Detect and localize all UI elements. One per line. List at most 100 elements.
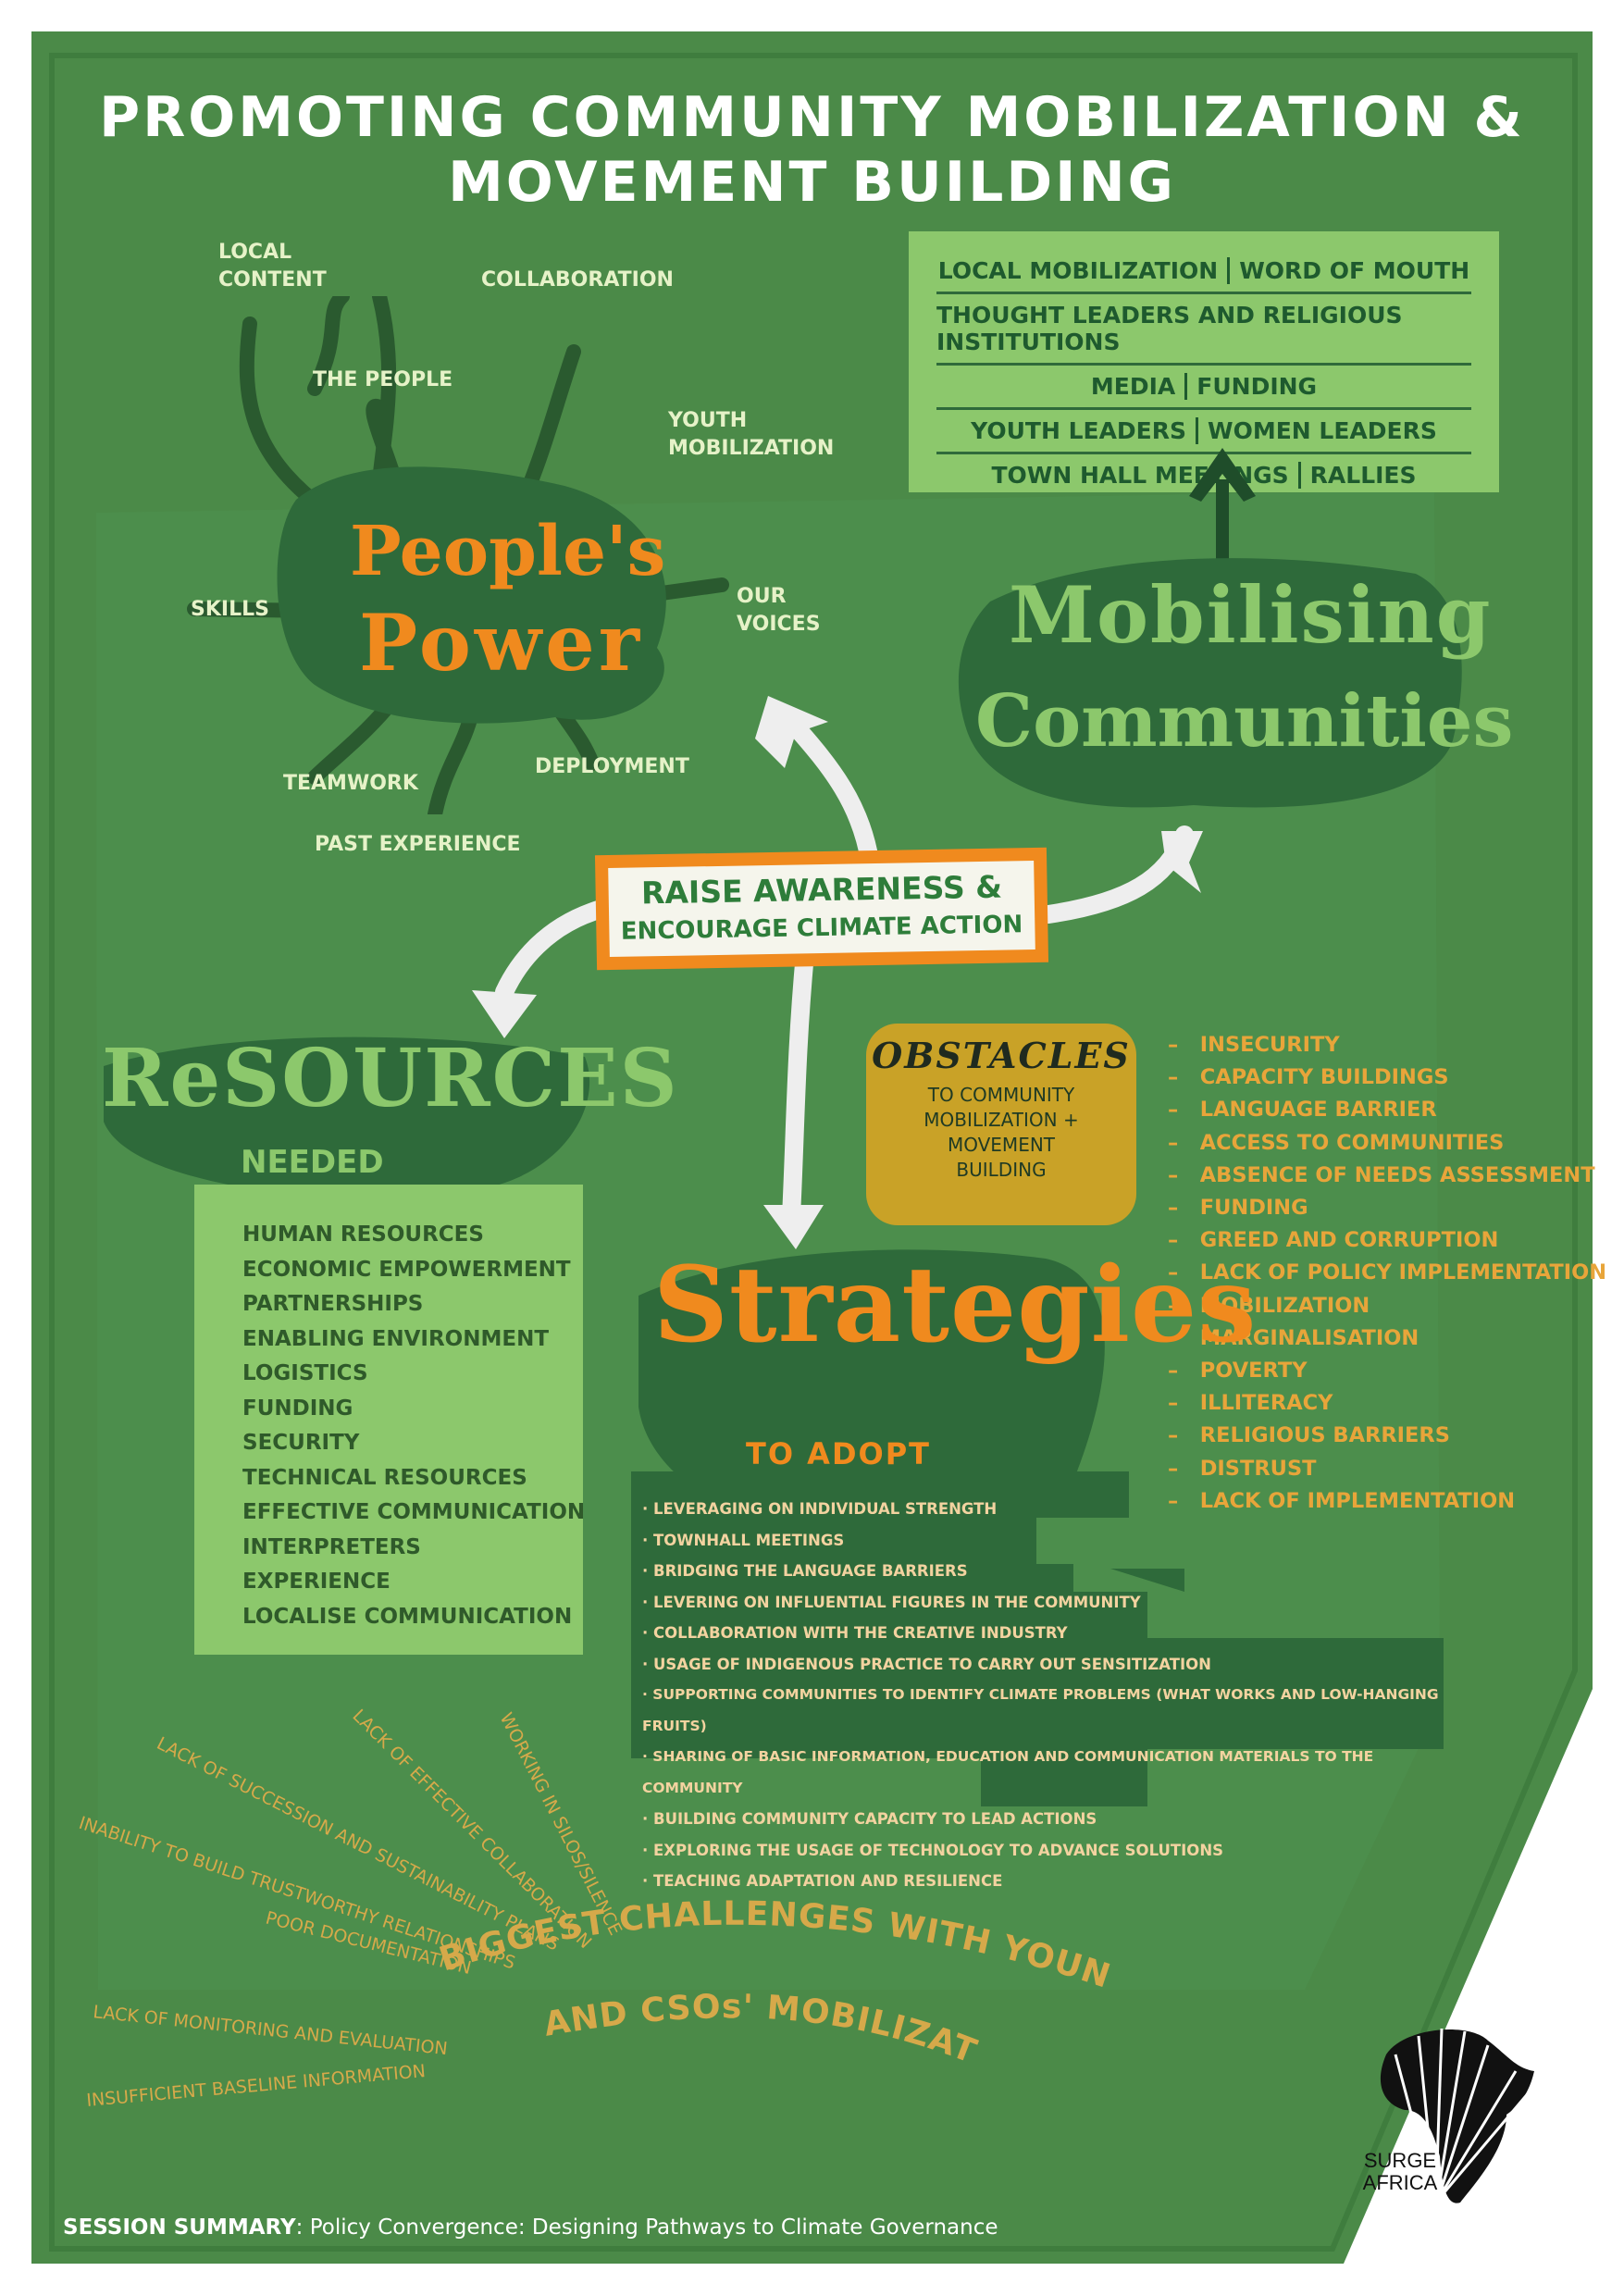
logo-text-surge: SURGE	[1363, 2149, 1437, 2172]
label-our-voices: OUR VOICES	[737, 585, 821, 636]
obstacle-text: GREED AND CORRUPTION	[1199, 1228, 1499, 1253]
list-item: ECONOMIC EMPOWERMENT	[242, 1257, 571, 1282]
label-past-experience: PAST EXPERIENCE	[315, 833, 521, 856]
mobilising-item: WORD OF MOUTH	[1239, 257, 1470, 284]
obstacle-text: MARGINALISATION	[1199, 1325, 1419, 1350]
list-item: – POVERTY	[1168, 1359, 1308, 1384]
list-item: · COLLABORATION WITH THE CREATIVE INDUST…	[642, 1624, 1068, 1642]
obstacle-text: DISTRUST	[1199, 1456, 1317, 1481]
list-item: – ABSENCE OF NEEDS ASSESSMENT	[1168, 1162, 1595, 1187]
strategies-list: · LEVERAGING ON INDIVIDUAL STRENGTH · TO…	[642, 1494, 1475, 1897]
strategy-text: BRIDGING THE LANGUAGE BARRIERS	[653, 1562, 968, 1580]
obstacle-text: LACK OF POLICY IMPLEMENTATION	[1199, 1260, 1607, 1285]
africa-logo-icon	[1380, 2028, 1534, 2203]
list-item: · EXPLORING THE USAGE OF TECHNOLOGY TO A…	[642, 1841, 1224, 1859]
mobilising-up-arrow	[1189, 448, 1256, 581]
mobilising-row-4: YOUTH LEADERS WOMEN LEADERS	[936, 410, 1471, 454]
strategy-text: TEACHING ADAPTATION AND RESILIENCE	[653, 1872, 1003, 1890]
label-deployment: DEPLOYMENT	[535, 755, 689, 778]
list-item: – INSECURITY	[1168, 1033, 1340, 1057]
challenge-item: INSUFFICIENT BASELINE INFORMATION	[86, 2061, 427, 2111]
list-item: – ILLITERACY	[1168, 1391, 1333, 1416]
list-item: · SHARING OF BASIC INFORMATION, EDUCATIO…	[642, 1748, 1374, 1796]
obstacle-text: MOBILIZATION	[1199, 1293, 1370, 1318]
mobilising-row-3: MEDIA FUNDING	[936, 366, 1471, 410]
obstacle-text: INSECURITY	[1199, 1033, 1340, 1057]
obstacle-text: POVERTY	[1199, 1359, 1308, 1384]
list-item: PARTNERSHIPS	[242, 1292, 424, 1316]
strategy-text: BUILDING COMMUNITY CAPACITY TO LEAD ACTI…	[653, 1810, 1097, 1828]
list-item: – CAPACITY BUILDINGS	[1168, 1065, 1449, 1090]
row-divider	[1227, 257, 1231, 284]
list-item: · LEVERAGING ON INDIVIDUAL STRENGTH	[642, 1500, 998, 1518]
list-item: – MOBILIZATION	[1168, 1293, 1370, 1318]
obstacle-text: LACK OF IMPLEMENTATION	[1199, 1488, 1516, 1513]
row-divider	[1184, 373, 1188, 400]
row-divider	[1297, 462, 1301, 489]
obstacle-text: FUNDING	[1199, 1196, 1308, 1221]
list-item: – MARGINALISATION	[1168, 1325, 1419, 1350]
footer: SESSION SUMMARY: Policy Convergence: Des…	[63, 2215, 998, 2240]
obstacle-text: CAPACITY BUILDINGS	[1199, 1065, 1449, 1090]
list-item: · TOWNHALL MEETINGS	[642, 1531, 845, 1549]
challenge-item: LACK OF MONITORING AND EVALUATION	[92, 2002, 448, 2059]
list-item: · TEACHING ADAPTATION AND RESILIENCE	[642, 1872, 1003, 1890]
page-title: PROMOTING COMMUNITY MOBILIZATION & MOVEM…	[99, 85, 1525, 215]
mobilising-line2: Communities	[975, 679, 1514, 763]
resources-blob	[104, 1036, 590, 1211]
list-item: – ACCESS TO COMMUNITIES	[1168, 1130, 1505, 1155]
obstacles-heading: OBSTACLES	[872, 1035, 1131, 1076]
mobilising-item: FUNDING	[1196, 373, 1318, 400]
mobilising-item: MEDIA	[1090, 373, 1176, 400]
list-item: · SUPPORTING COMMUNITIES TO IDENTIFY CLI…	[642, 1686, 1439, 1734]
logo-text-africa: AFRICA	[1362, 2171, 1438, 2194]
obstacle-text: ILLITERACY	[1199, 1391, 1333, 1416]
label-collaboration: COLLABORATION	[481, 268, 674, 292]
footer-text: : Policy Convergence: Designing Pathways…	[295, 2215, 998, 2240]
list-item: · USAGE OF INDIGENOUS PRACTICE TO CARRY …	[642, 1655, 1211, 1673]
strategy-text: LEVERAGING ON INDIVIDUAL STRENGTH	[653, 1500, 998, 1518]
peoples-power-line2: Power	[359, 597, 643, 689]
obstacles-list: – INSECURITY – CAPACITY BUILDINGS – LANG…	[1168, 1029, 1606, 1518]
strategies-word: Strategies	[653, 1245, 1258, 1366]
mobilising-blob	[958, 558, 1462, 808]
list-item: – LANGUAGE BARRIER	[1168, 1098, 1437, 1123]
peoples-power-spider	[187, 296, 729, 814]
strategies-blob	[631, 1249, 1444, 1806]
list-item: · BRIDGING THE LANGUAGE BARRIERS	[642, 1562, 968, 1580]
obstacle-text: ACCESS TO COMMUNITIES	[1199, 1130, 1505, 1155]
list-item: INTERPRETERS	[242, 1534, 421, 1559]
strategy-text: USAGE OF INDIGENOUS PRACTICE TO CARRY OU…	[653, 1655, 1211, 1673]
mobilising-list: LOCAL MOBILIZATION WORD OF MOUTH THOUGHT…	[936, 250, 1471, 496]
mobilising-item: THOUGHT LEADERS AND RELIGIOUS INSTITUTIO…	[936, 302, 1403, 355]
mobilising-item: YOUTH LEADERS	[971, 417, 1187, 444]
resources-word: ReSOURCES	[102, 1032, 679, 1125]
obstacle-text: ABSENCE OF NEEDS ASSESSMENT	[1199, 1162, 1595, 1187]
list-item: ENABLING ENVIRONMENT	[242, 1326, 550, 1351]
mobilising-item: RALLIES	[1309, 462, 1417, 489]
list-item: – DISTRUST	[1168, 1456, 1317, 1481]
obstacles-sub: TO COMMUNITY MOBILIZATION + MOVEMENT BUI…	[924, 1084, 1079, 1181]
list-item: LOCALISE COMMUNICATION	[242, 1604, 573, 1629]
strategies-sub: TO ADOPT	[746, 1436, 931, 1471]
strategy-text: SUPPORTING COMMUNITIES TO IDENTIFY CLIMA…	[642, 1686, 1439, 1734]
list-item: – RELIGIOUS BARRIERS	[1168, 1423, 1450, 1448]
list-item: HUMAN RESOURCES	[242, 1222, 484, 1247]
label-local-content: LOCAL CONTENT	[218, 241, 327, 292]
obstacle-text: RELIGIOUS BARRIERS	[1199, 1423, 1450, 1448]
strategy-text: TOWNHALL MEETINGS	[653, 1531, 845, 1549]
list-item: FUNDING	[242, 1396, 353, 1421]
obstacles-box	[866, 1024, 1136, 1225]
peoples-power-line1: People's	[350, 512, 666, 591]
mobilising-row-1: LOCAL MOBILIZATION WORD OF MOUTH	[936, 250, 1471, 294]
label-the-people: THE PEOPLE	[313, 368, 453, 391]
list-item: LOGISTICS	[242, 1361, 368, 1385]
mobilising-line1: Mobilising	[1009, 569, 1493, 661]
list-item: – LACK OF IMPLEMENTATION	[1168, 1488, 1516, 1513]
list-item: EFFECTIVE COMMUNICATION	[242, 1500, 586, 1524]
list-item: – LACK OF POLICY IMPLEMENTATION	[1168, 1260, 1607, 1285]
resources-box	[194, 1185, 583, 1655]
list-item: – GREED AND CORRUPTION	[1168, 1228, 1499, 1253]
footer-label: SESSION SUMMARY	[63, 2215, 296, 2240]
